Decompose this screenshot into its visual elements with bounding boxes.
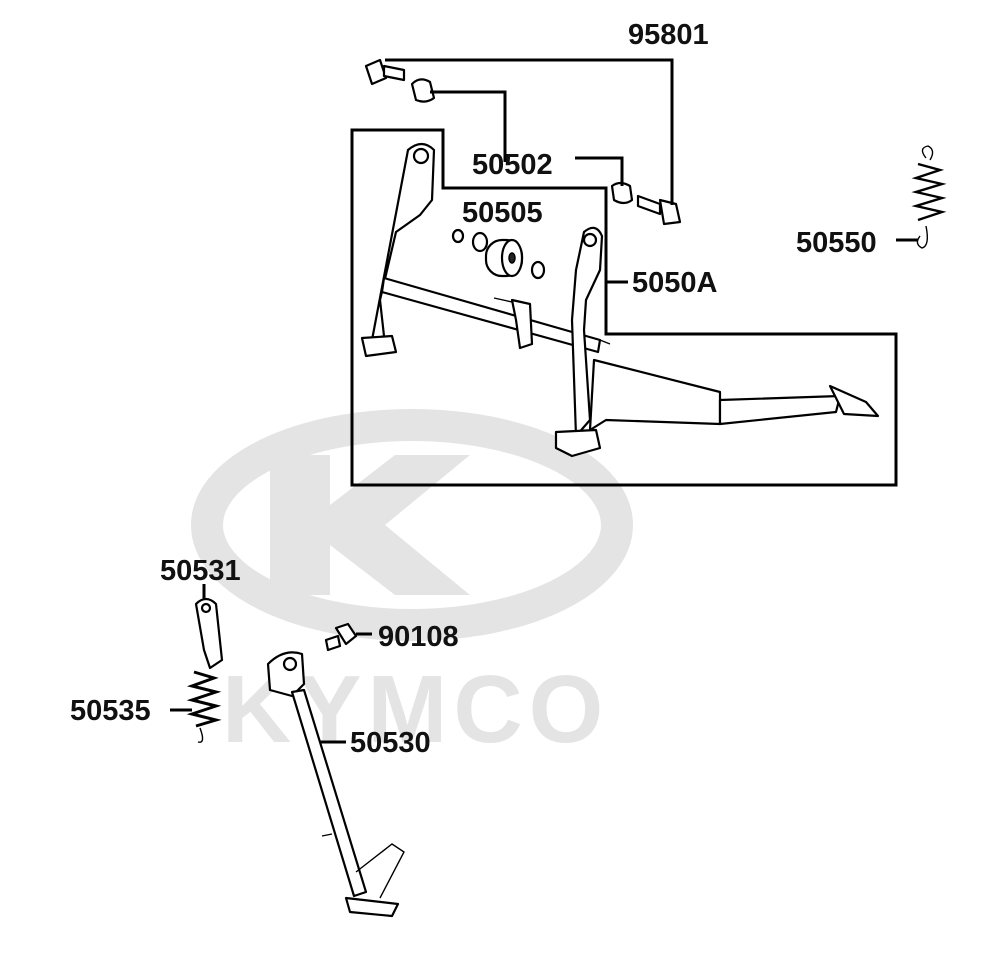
side-stand-leg (290, 688, 368, 898)
collar-icon (410, 78, 436, 103)
stopper-rubber-hole (508, 252, 516, 264)
label-50530: 50530 (350, 727, 431, 759)
bolt-head-icon (364, 58, 388, 86)
pivot-bolt-head-icon (334, 622, 358, 646)
bracket-pin (493, 297, 513, 303)
side-spring-coils (186, 670, 222, 728)
leader-95801 (385, 58, 674, 205)
bracket-hole-icon (200, 602, 212, 614)
label-5050A: 5050A (632, 267, 718, 299)
kick-lever (718, 394, 842, 426)
collar-icon-2 (610, 181, 634, 205)
side-stand-foot (344, 896, 400, 918)
fastener-group (364, 58, 682, 226)
stopper-group (451, 228, 546, 280)
watermark-k-logo (270, 455, 470, 595)
side-spring-hook (197, 727, 204, 743)
kick-arm (588, 358, 722, 432)
bolt-shank-icon-2 (636, 194, 662, 216)
right-pivot-hole (582, 232, 598, 248)
cross-tube (380, 276, 602, 354)
side-stand-pivot-hole (282, 656, 298, 672)
main-stand-drawing (360, 142, 880, 458)
main-stand-assembly-frame (350, 128, 898, 487)
bolt-head-icon-2 (658, 198, 682, 226)
stand-pivot-stub (599, 339, 611, 345)
leader-lines (170, 58, 918, 744)
right-foot-pad (554, 428, 602, 458)
kick-pedal (828, 384, 880, 418)
main-stand-spring (911, 145, 947, 249)
side-stand-tang (355, 843, 405, 899)
label-95801: 95801 (628, 19, 709, 51)
spring-hook-bottom (916, 225, 929, 249)
nut-icon (451, 228, 465, 244)
part-labels: 95801 50502 50505 5050A 50550 50531 9010… (70, 19, 877, 759)
side-stand (266, 651, 405, 918)
leader-50502-right (575, 156, 624, 186)
kymco-watermark: KYMCO (191, 409, 633, 763)
label-50550: 50550 (796, 227, 877, 259)
label-90108: 90108 (378, 621, 459, 653)
bracket-plate-icon (194, 597, 224, 670)
label-50531: 50531 (160, 555, 241, 587)
washer-icon-2 (530, 260, 546, 280)
spring-coils (911, 162, 947, 222)
label-50502: 50502 (472, 149, 553, 181)
side-stand-spring (186, 670, 222, 743)
spring-hook-top (921, 145, 934, 161)
left-foot-pad (360, 334, 398, 358)
spring-bracket (510, 298, 534, 350)
side-stand-bracket (194, 597, 224, 670)
label-50535: 50535 (70, 695, 151, 727)
label-50505: 50505 (462, 197, 543, 229)
washer-icon (471, 231, 489, 253)
left-pivot-hole (412, 147, 430, 165)
side-stand-pin (321, 833, 333, 837)
watermark-ring (191, 409, 633, 641)
pivot-bolt-shank-icon (324, 634, 342, 652)
pivot-bolt (324, 622, 358, 652)
leader-50502-left (430, 90, 507, 162)
main-stand-left-leg (370, 142, 436, 342)
bolt-shank-icon (382, 64, 406, 82)
